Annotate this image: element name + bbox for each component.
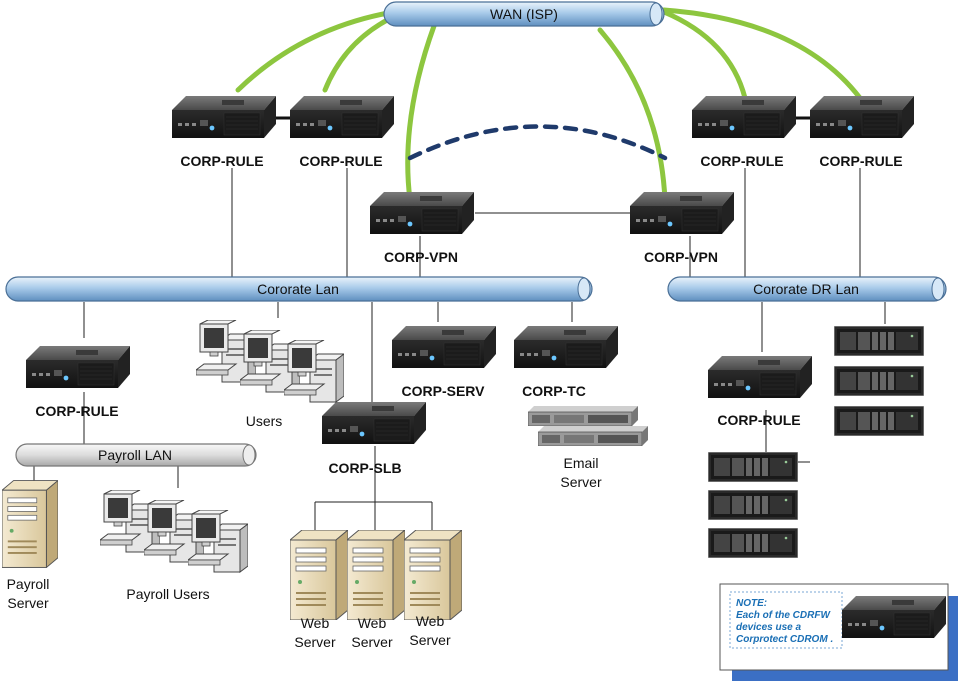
dr-lan-label: Cororate DR Lan	[753, 281, 859, 297]
corp-rule-1-device	[172, 96, 276, 138]
web-server-3-label-1: Web	[416, 613, 445, 629]
wan-label: WAN (ISP)	[490, 6, 558, 22]
corp-rule-dr-label: CORP-RULE	[717, 412, 800, 428]
note-line-1: NOTE:	[736, 598, 767, 609]
wan-pipe: WAN (ISP)	[383, 1, 665, 27]
wan-link-vpn-2	[597, 27, 668, 203]
corp-rule-payroll-device	[26, 346, 130, 388]
web-server-3-label-2: Server	[409, 632, 451, 648]
wan-link-rule-2	[322, 13, 398, 93]
payroll-users-label: Payroll Users	[126, 586, 209, 602]
corp-rule-4-device	[810, 96, 914, 138]
note-line-4: Corprotect CDROM .	[736, 634, 833, 645]
web-server-1-tower	[290, 530, 348, 620]
corp-rule-2-label: CORP-RULE	[299, 153, 382, 169]
corp-rule-dr-device	[708, 356, 812, 398]
email-server-label-2: Server	[560, 474, 602, 490]
corp-serv-label: CORP-SERV	[402, 383, 486, 399]
wan-link-rule-3	[661, 9, 748, 101]
web-server-1-label-1: Web	[301, 615, 330, 631]
note-appliance-image	[842, 596, 946, 638]
corp-rule-3-device	[692, 96, 796, 138]
corp-vpn-1-device	[370, 192, 474, 234]
web-server-2-tower	[347, 530, 405, 620]
email-server-racks	[528, 406, 648, 446]
wan-link-rule-4	[661, 7, 863, 101]
dr-rack-servers-lower	[708, 452, 798, 558]
payroll-server-label-1: Payroll	[7, 576, 50, 592]
wan-links	[235, 7, 863, 203]
corp-vpn-1-label: CORP-VPN	[384, 249, 458, 265]
users-label: Users	[246, 413, 283, 429]
dr-rack-servers-right	[834, 326, 924, 436]
payroll-server-label-2: Server	[7, 595, 49, 611]
corp-rule-3-label: CORP-RULE	[700, 153, 783, 169]
corp-rule-1-label: CORP-RULE	[180, 153, 263, 169]
users-workstations	[196, 320, 344, 403]
web-server-3-tower	[404, 530, 462, 620]
corp-tc-device	[514, 326, 618, 368]
corp-vpn-2-label: CORP-VPN	[644, 249, 718, 265]
note-line-2: Each of the CDRFW	[736, 610, 831, 621]
web-server-2-label-1: Web	[358, 615, 387, 631]
corp-rule-payroll-label: CORP-RULE	[35, 403, 118, 419]
dr-lan-pipe: Cororate DR Lan	[667, 276, 947, 302]
note-line-3: devices use a	[736, 622, 801, 633]
corporate-lan-pipe: Cororate Lan	[5, 276, 593, 302]
corp-serv-device	[392, 326, 496, 368]
wan-link-rule-1	[235, 10, 391, 93]
vpn-tunnel	[407, 124, 668, 161]
payroll-lan-pipe: Payroll LAN	[15, 443, 257, 467]
corporate-lan-label: Cororate Lan	[257, 281, 339, 297]
wan-link-vpn-1	[405, 23, 437, 203]
payroll-lan-label: Payroll LAN	[98, 447, 172, 463]
web-server-1-label-2: Server	[294, 634, 336, 650]
corp-slb-label: CORP-SLB	[328, 460, 401, 476]
corp-tc-label: CORP-TC	[522, 383, 586, 399]
note-box: NOTE: Each of the CDRFW devices use a Co…	[719, 583, 958, 681]
corp-rule-2-device	[290, 96, 394, 138]
email-server-label-1: Email	[563, 455, 598, 471]
corp-rule-4-label: CORP-RULE	[819, 153, 902, 169]
payroll-server-tower	[2, 480, 58, 568]
corp-slb-device	[322, 402, 426, 444]
corp-vpn-2-device	[630, 192, 734, 234]
web-server-2-label-2: Server	[351, 634, 393, 650]
payroll-users-workstations	[100, 490, 248, 573]
